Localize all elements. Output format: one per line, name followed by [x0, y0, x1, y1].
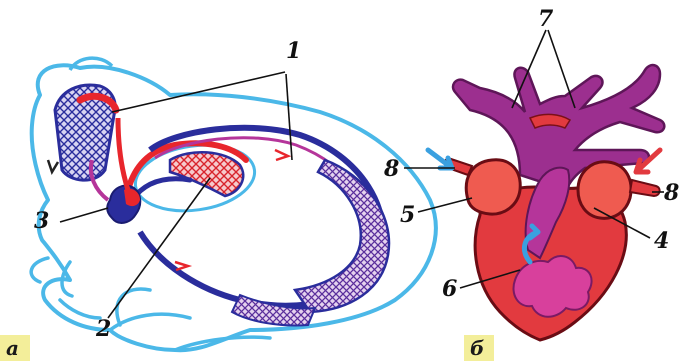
heart-diagram: 7 8 8 5 4 6 б: [383, 6, 679, 361]
label-1: 1: [286, 38, 301, 64]
frog-diagram: 1 2 3 а: [0, 38, 436, 361]
label-8-left: 8: [383, 156, 399, 182]
label-4: 4: [654, 228, 669, 254]
panel-letter-a: а: [6, 336, 19, 360]
blue-arrow-left: [428, 150, 452, 168]
label-8-right: 8: [663, 180, 679, 206]
lung-capillary-net: [170, 152, 243, 196]
frog-front-foot: [31, 258, 72, 296]
leader-1-body: [286, 74, 292, 160]
vein-right: [630, 180, 660, 196]
label-7: 7: [538, 6, 554, 32]
label-2: 2: [95, 316, 111, 342]
flow-arrow-lower: [175, 262, 188, 270]
leader-3: [60, 208, 108, 222]
leader-5: [418, 198, 472, 212]
panel-letter-b: б: [470, 336, 484, 360]
body-capillary-net: [295, 160, 389, 312]
aortic-trunk: [118, 118, 128, 190]
label-5: 5: [400, 202, 415, 228]
atrium-left: [466, 160, 520, 214]
flow-arrow-head: [48, 160, 58, 172]
atrium-right: [578, 162, 631, 219]
label-6: 6: [442, 276, 457, 302]
label-3: 3: [34, 208, 49, 234]
flow-arrow-body: [275, 150, 288, 160]
